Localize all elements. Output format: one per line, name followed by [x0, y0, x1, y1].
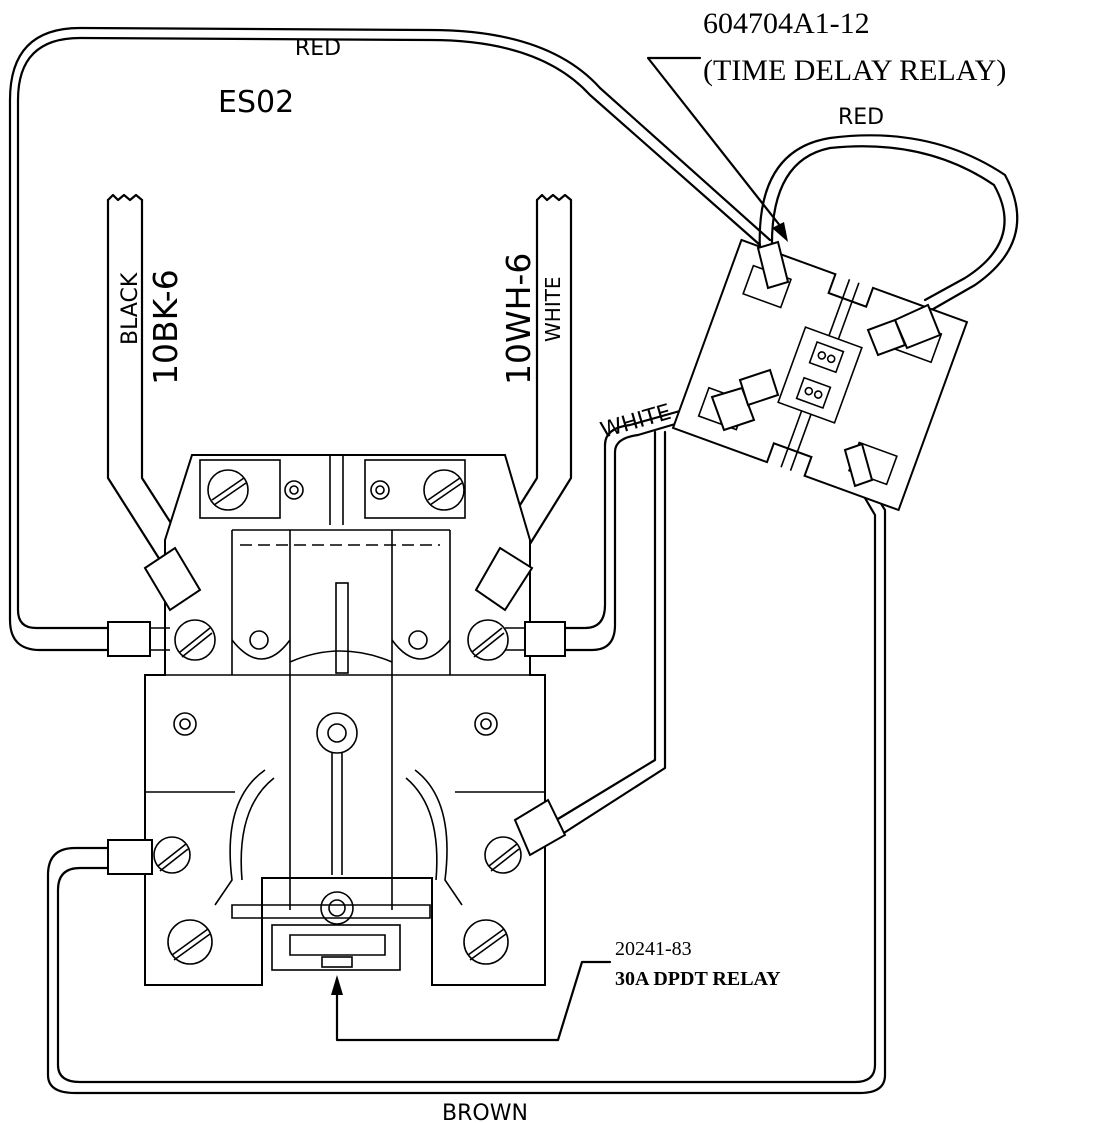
quick-connect-icon — [866, 303, 942, 357]
brown-wire — [46, 468, 887, 1095]
label-red-top: RED — [295, 36, 341, 61]
screw-icon — [207, 469, 249, 511]
label-white-lead: WHITE — [598, 400, 674, 444]
label-black: BLACK — [118, 272, 143, 345]
quick-connect-icon — [710, 368, 780, 432]
screw-icon — [423, 469, 465, 511]
label-es02: ES02 — [218, 85, 294, 120]
label-brown: BROWN — [442, 1101, 528, 1123]
spade-connector — [505, 621, 566, 657]
relay-leader-arrow — [331, 960, 612, 1042]
label-white-vertical: WHITE — [541, 276, 565, 342]
spade-connector — [107, 621, 170, 657]
ring-terminal-bottom-right — [484, 798, 567, 874]
ring-terminal-top-right — [467, 546, 534, 661]
label-10wh6: 10WH-6 — [499, 253, 538, 385]
red-loop-wire — [758, 134, 1019, 314]
label-10bk6: 10BK-6 — [146, 269, 185, 385]
time-delay-relay — [671, 238, 969, 512]
red-wire-es02 — [8, 26, 772, 652]
quick-connect-icon — [756, 240, 790, 290]
label-red-right: RED — [838, 105, 884, 130]
screw-icon — [463, 919, 509, 965]
label-relay-part: 20241-83 — [615, 938, 692, 960]
white-wire — [546, 400, 718, 840]
dpdt-relay — [144, 454, 546, 986]
quick-connect-icon — [843, 442, 874, 488]
label-relay-name: 30A DPDT RELAY — [615, 968, 781, 990]
ring-terminal-top-left — [143, 546, 216, 661]
screw-icon — [167, 919, 213, 965]
label-tdr-name: (TIME DELAY RELAY) — [703, 54, 1006, 87]
label-part-number: 604704A1-12 — [703, 7, 870, 40]
tdr-leader-arrow — [646, 56, 788, 242]
spade-connector — [107, 836, 191, 875]
